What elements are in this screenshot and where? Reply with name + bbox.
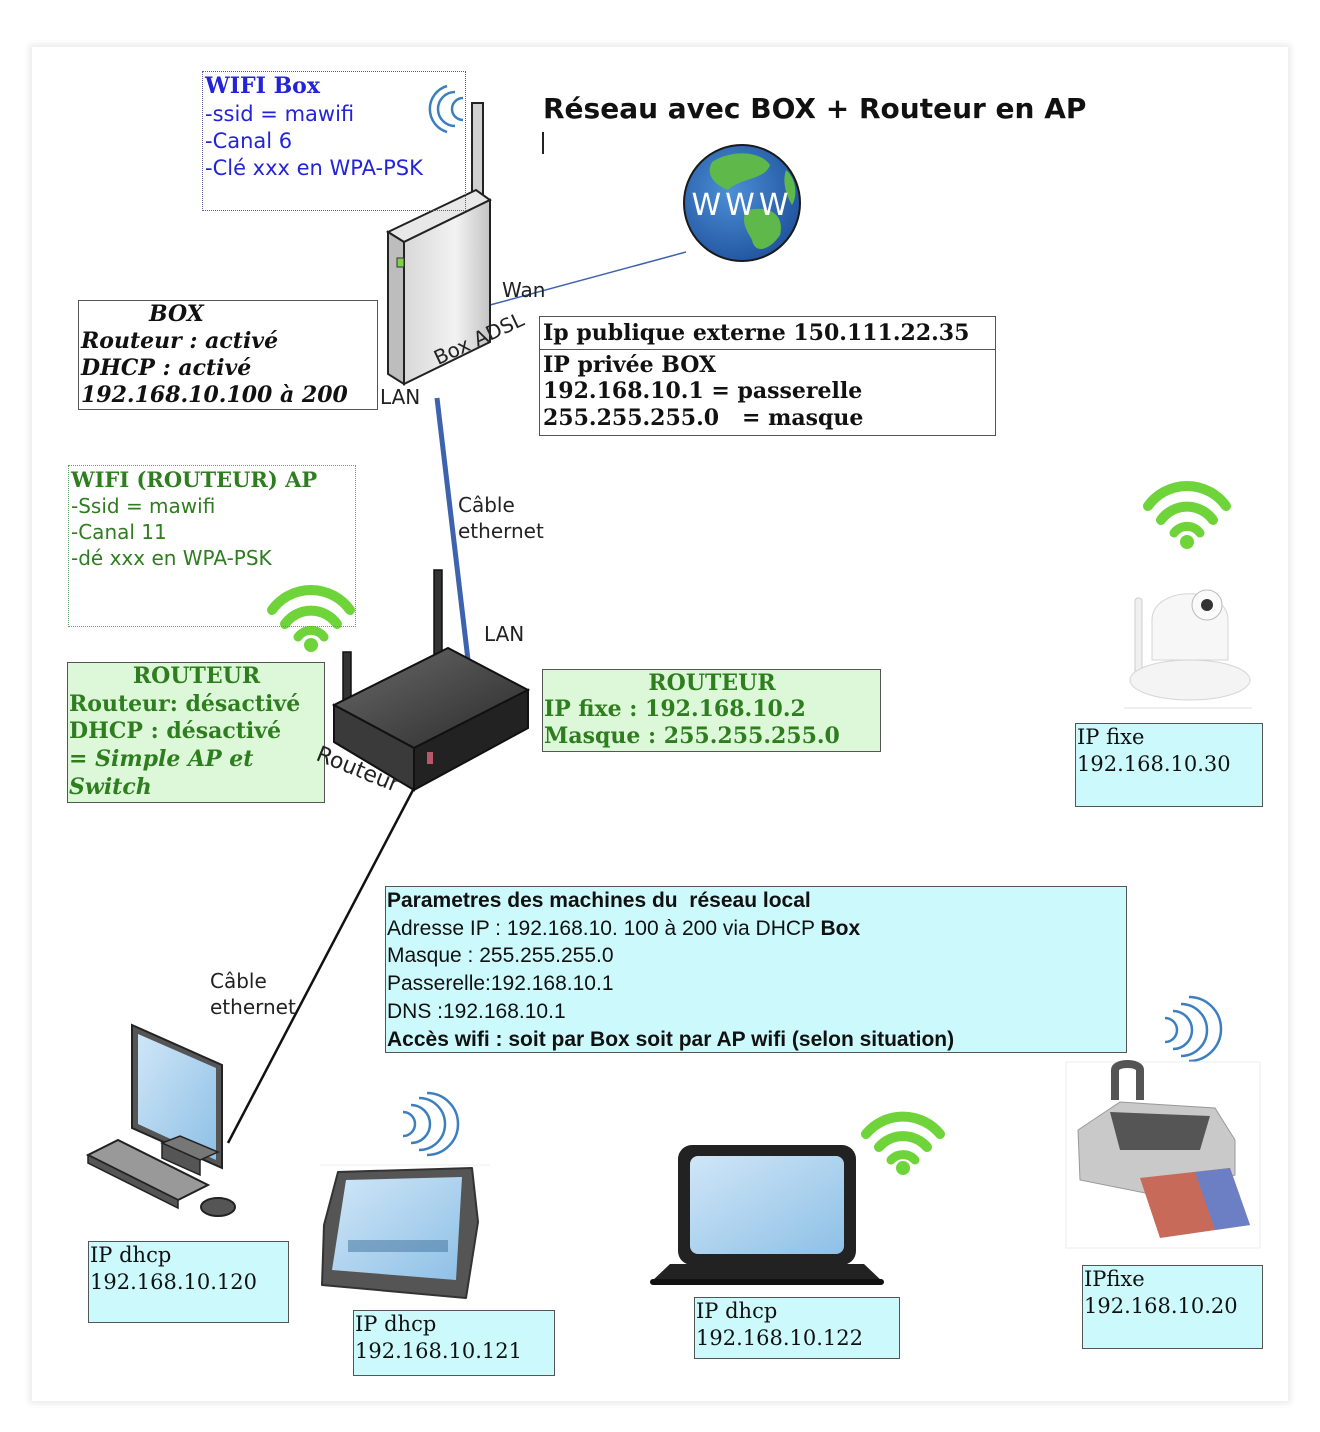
box-config-router: Routeur : activé [81, 328, 279, 355]
camera-ip-address: 192.168.10.30 [1077, 752, 1231, 777]
wifi-router-key: -dé xxx en WPA-PSK [71, 546, 272, 571]
tablet-icon [320, 1164, 490, 1299]
box-gateway: 192.168.10.1 = passerelle [543, 378, 863, 405]
desktop-ip-address: 192.168.10.120 [90, 1270, 257, 1295]
box-private-heading: IP privée BOX [543, 352, 717, 378]
camera-ip-type: IP fixe [1077, 725, 1145, 749]
laptop-icon [650, 1145, 884, 1285]
wifi-box-key: -Clé xxx en WPA-PSK [205, 156, 423, 181]
cable-label-router-desktop: Câble ethernet [210, 968, 296, 1020]
wan-link [489, 251, 687, 306]
cable-label-box-router: Câble ethernet [458, 492, 544, 544]
wifi-router-note: WIFI (ROUTEUR) AP -Ssid = mawifi -Canal … [68, 465, 356, 627]
lan-parameters-box: Parametres des machines du réseau local … [385, 886, 1127, 1053]
box-wifi-signal-icon [428, 84, 464, 134]
router-ip-info: ROUTEUR IP fixe : 192.168.10.2 Masque : … [542, 669, 881, 752]
wifi-router-heading: WIFI (ROUTEUR) AP [71, 467, 318, 492]
box-config-range: 192.168.10.100 à 200 [81, 382, 348, 409]
box-lan-label: LAN [380, 385, 421, 409]
desktop-ip-type: IP dhcp [90, 1243, 172, 1267]
cable-label-line1: Câble [458, 493, 515, 517]
router-config-note1: = Simple AP et [69, 746, 254, 773]
wifi-router-ssid: -Ssid = mawifi [71, 494, 216, 519]
lan-params-gateway: Passerelle:192.168.10.1 [387, 972, 614, 996]
box-netmask: 255.255.255.0 = masque [543, 404, 864, 431]
desktop-computer-icon [85, 1023, 236, 1217]
ethernet-cable-router-desktop [226, 789, 415, 1144]
lan-params-address-bold: Box [820, 916, 861, 940]
globe-www-label: WWW [691, 188, 793, 223]
laptop-wifi-signal-icon [861, 1111, 945, 1175]
laptop-ip-type: IP dhcp [696, 1299, 778, 1323]
printer-ip-address: 192.168.10.20 [1084, 1294, 1238, 1319]
router-icon [331, 569, 531, 792]
box-config-heading: BOX [149, 301, 204, 327]
router-wifi-signal-icon [267, 584, 355, 652]
cable-label-line2: ethernet [458, 519, 544, 543]
ethernet-cable-box-router [434, 397, 471, 661]
lan-params-address-text: Adresse IP : 192.168.10. 100 à 200 via D… [387, 916, 821, 940]
tablet-ip-type: IP dhcp [355, 1312, 437, 1336]
camera-wifi-signal-icon [1143, 480, 1231, 549]
wifi-box-heading: WIFI Box [205, 73, 320, 99]
text-cursor [542, 132, 544, 154]
box-config-dhcp: DHCP : activé [81, 355, 252, 382]
tablet-ip-address: 192.168.10.121 [355, 1339, 522, 1364]
router-lan-label: LAN [484, 622, 525, 646]
wifi-router-channel: -Canal 11 [71, 520, 167, 545]
laptop-ip-box: IP dhcp 192.168.10.122 [694, 1297, 900, 1359]
router-ip-mask: Masque : 255.255.255.0 [544, 722, 840, 749]
tablet-ip-box: IP dhcp 192.168.10.121 [353, 1310, 555, 1376]
wifi-box-channel: -Canal 6 [205, 128, 293, 153]
wifi-box-note: WIFI Box -ssid = mawifi -Canal 6 -Clé xx… [202, 71, 466, 211]
box-config-note: BOX Routeur : activé DHCP : activé 192.1… [78, 300, 378, 410]
ip-camera-icon [1124, 589, 1252, 709]
desktop-ip-box: IP dhcp 192.168.10.120 [88, 1241, 289, 1323]
box-public-ip: Ip publique externe 150.111.22.35 [540, 317, 995, 350]
router-config-note: ROUTEUR Routeur: désactivé DHCP : désact… [67, 662, 325, 803]
lan-params-dns: DNS :192.168.10.1 [387, 999, 566, 1023]
router-ip-heading: ROUTEUR [648, 670, 776, 696]
wan-label: Wan [502, 278, 546, 302]
cable-label-line1: Câble [210, 969, 267, 993]
printer-ip-type: IPfixe [1084, 1267, 1145, 1291]
lan-params-wifi-access: Accès wifi : soit par Box soit par AP wi… [387, 1027, 955, 1051]
router-config-dhcp: DHCP : désactivé [69, 718, 282, 745]
printer-icon [1065, 1060, 1261, 1249]
box-adsl-icon [385, 102, 492, 386]
wifi-box-ssid: -ssid = mawifi [205, 101, 355, 126]
lan-params-mask: Masque : 255.255.255.0 [387, 944, 614, 968]
camera-ip-box: IP fixe 192.168.10.30 [1075, 723, 1263, 807]
printer-ip-box: IPfixe 192.168.10.20 [1082, 1265, 1263, 1349]
router-config-heading: ROUTEUR [132, 663, 261, 689]
router-ip-fixed: IP fixe : 192.168.10.2 [544, 696, 806, 723]
laptop-ip-address: 192.168.10.122 [696, 1326, 863, 1351]
tablet-wifi-signal-icon [402, 1091, 460, 1157]
printer-wifi-signal-icon [1164, 995, 1223, 1063]
router-config-router: Routeur: désactivé [69, 690, 301, 717]
router-config-note2: Switch [69, 773, 152, 800]
box-ip-info: Ip publique externe 150.111.22.35 IP pri… [539, 316, 996, 436]
diagram-title: Réseau avec BOX + Routeur en AP [543, 92, 1087, 125]
lan-params-heading: Parametres des machines du réseau local [387, 889, 811, 912]
internet-globe-icon [683, 144, 801, 262]
cable-label-line2: ethernet [210, 995, 296, 1019]
lan-params-address: Adresse IP : 192.168.10. 100 à 200 via D… [387, 915, 1126, 943]
